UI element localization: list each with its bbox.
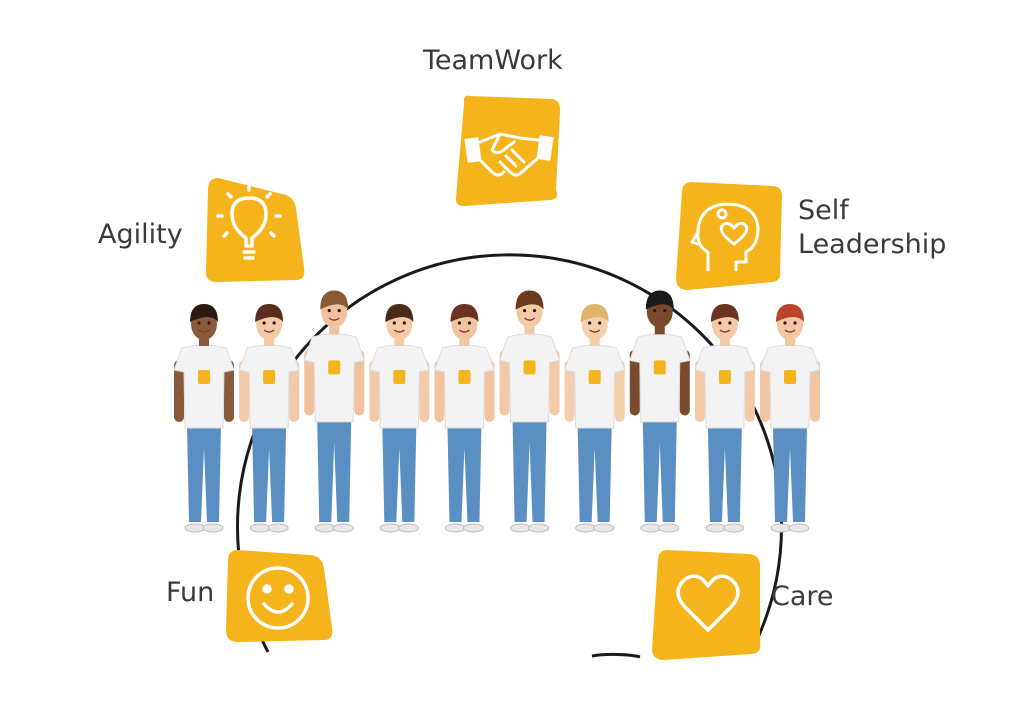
care-label: Care xyxy=(771,581,834,612)
self-leadership-label-line-2: Leadership xyxy=(798,228,947,260)
heart-icon xyxy=(676,574,740,632)
team-member xyxy=(629,290,691,533)
team-member xyxy=(563,304,626,533)
teamwork-tile xyxy=(455,95,561,206)
team-member xyxy=(173,304,235,533)
handshake-icon xyxy=(464,132,554,177)
self-leadership-label: Self Leadership xyxy=(798,194,946,262)
team-member xyxy=(759,304,821,533)
self-leadership-label-line-1: Self xyxy=(798,195,849,226)
fun-tile xyxy=(226,550,333,642)
team-member xyxy=(368,304,431,533)
team-of-people-illustration xyxy=(173,290,821,533)
team-member xyxy=(303,290,365,533)
brain-heart-icon xyxy=(690,202,760,272)
smiley-icon xyxy=(246,566,310,630)
agility-label: Agility xyxy=(98,219,183,250)
circle-ring-bottom xyxy=(591,652,641,659)
care-tile xyxy=(652,550,761,660)
team-member xyxy=(498,290,561,533)
lightbulb-icon xyxy=(216,184,282,260)
self-leadership-tile xyxy=(676,182,782,290)
teamwork-label: TeamWork xyxy=(423,45,563,76)
team-member xyxy=(433,304,496,533)
fun-label: Fun xyxy=(166,577,215,608)
team-member xyxy=(694,304,756,533)
agility-tile xyxy=(206,178,305,282)
team-member xyxy=(238,304,300,533)
